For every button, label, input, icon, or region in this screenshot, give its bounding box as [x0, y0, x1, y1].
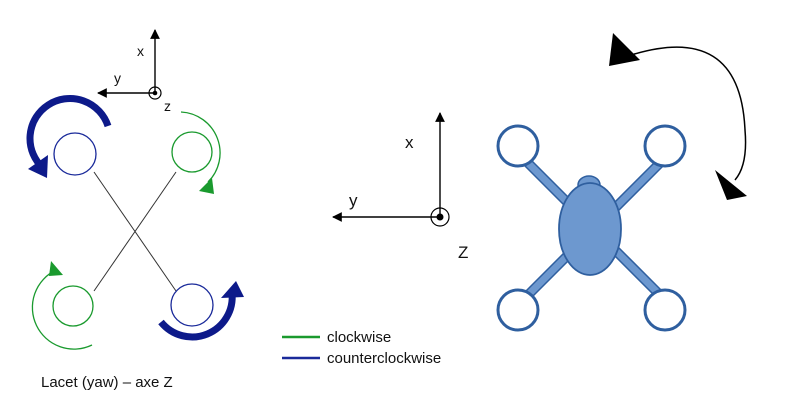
center-z-axis-dot [436, 213, 444, 221]
drone [496, 124, 687, 332]
center-y-label: y [349, 191, 358, 210]
center-x-label: x [405, 133, 414, 152]
rotor-rear-left [52, 285, 94, 327]
drone-rotor-rear-left [496, 288, 540, 332]
cw-arrow-front-right [180, 111, 221, 183]
yaw-rotation-arrow [609, 33, 747, 200]
yaw-arrowhead-bottom [715, 170, 747, 200]
ccw-arrowhead-rear-right [221, 281, 244, 298]
yaw-arrowhead-top [609, 33, 640, 66]
small-y-label: y [114, 70, 121, 86]
drone-rotor-front-right [643, 124, 687, 168]
rotor-front-right [171, 131, 213, 173]
diagram-caption: Lacet (yaw) – axe Z [41, 374, 173, 391]
cw-arrow-rear-left [31, 269, 93, 350]
small-axes: x y z [97, 29, 171, 114]
drone-rotor-rear-right [643, 288, 687, 332]
center-z-label: Z [458, 243, 468, 262]
center-z-axis-ring [430, 207, 450, 227]
small-z-axis-ring [148, 86, 162, 100]
drone-rotor-front-left [496, 124, 540, 168]
small-x-label: x [137, 43, 144, 59]
legend-label-clockwise: clockwise [327, 329, 391, 346]
legend: clockwise counterclockwise [282, 329, 441, 367]
rotor-front-left [53, 132, 97, 176]
drone-body [558, 182, 622, 276]
legend-label-counterclockwise: counterclockwise [327, 350, 441, 367]
small-z-label: z [164, 98, 171, 114]
frame-diagonal-2 [93, 171, 177, 292]
cw-arrowhead-front-right [199, 178, 214, 194]
small-z-axis-dot [152, 90, 158, 96]
cw-arrowhead-rear-left [49, 261, 63, 276]
rotor-rear-right [170, 283, 214, 327]
ccw-arrowhead-front-left [28, 155, 48, 178]
ccw-arrow-front-left [26, 95, 112, 171]
ccw-arrow-rear-right [158, 292, 236, 341]
rotor-scheme [26, 95, 244, 350]
yaw-arc [627, 46, 747, 181]
center-axes: x y Z [332, 112, 468, 262]
